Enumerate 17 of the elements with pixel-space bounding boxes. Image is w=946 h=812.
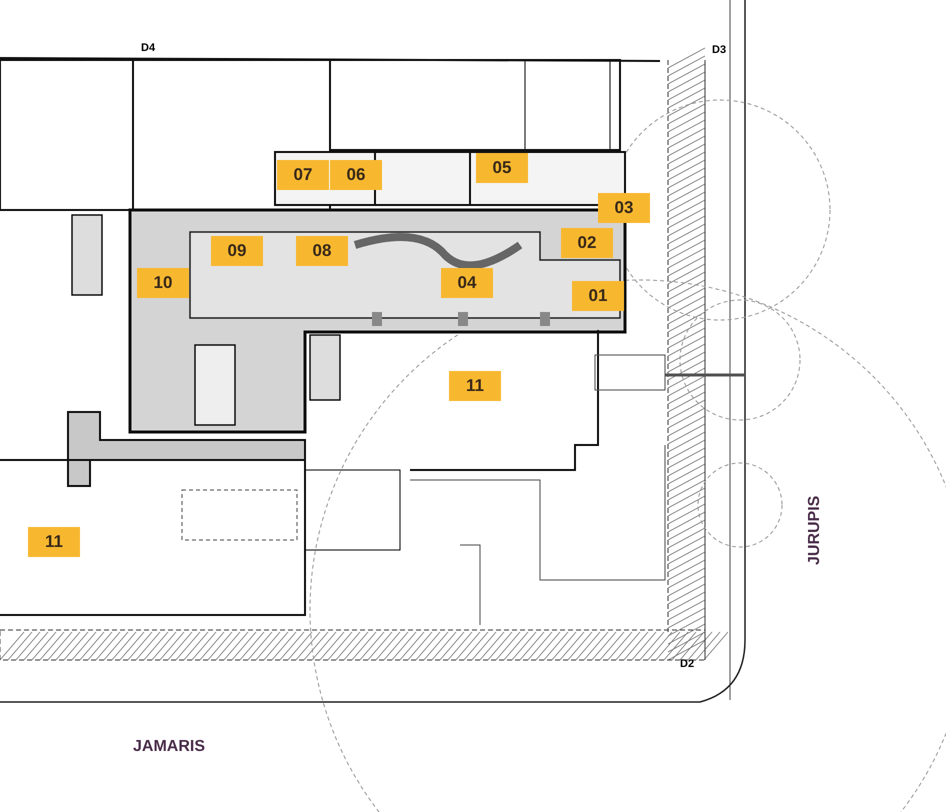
room-number-tag: 04 — [441, 268, 493, 298]
grid-axis-label: D2 — [680, 657, 694, 672]
grid-axis-label: D3 — [712, 43, 726, 58]
room-number-tag: 01 — [572, 281, 624, 311]
room-number-tag: 02 — [561, 228, 613, 258]
room-number-tag: 08 — [296, 236, 348, 266]
street-name: JAMARIS — [133, 737, 206, 757]
room-number-tag: 03 — [598, 193, 650, 223]
street-name: JURUPIS — [805, 496, 824, 565]
room-number-tag: 11 — [28, 527, 80, 557]
room-number-tag: 06 — [330, 160, 382, 190]
grid-axis-label: D4 — [141, 41, 156, 56]
room-number-tag: 07 — [277, 160, 329, 190]
room-number-tag: 11 — [449, 371, 501, 401]
room-number-tag: 10 — [137, 268, 189, 298]
room-number-tag: 09 — [211, 236, 263, 266]
room-number-tag: 05 — [476, 153, 528, 183]
